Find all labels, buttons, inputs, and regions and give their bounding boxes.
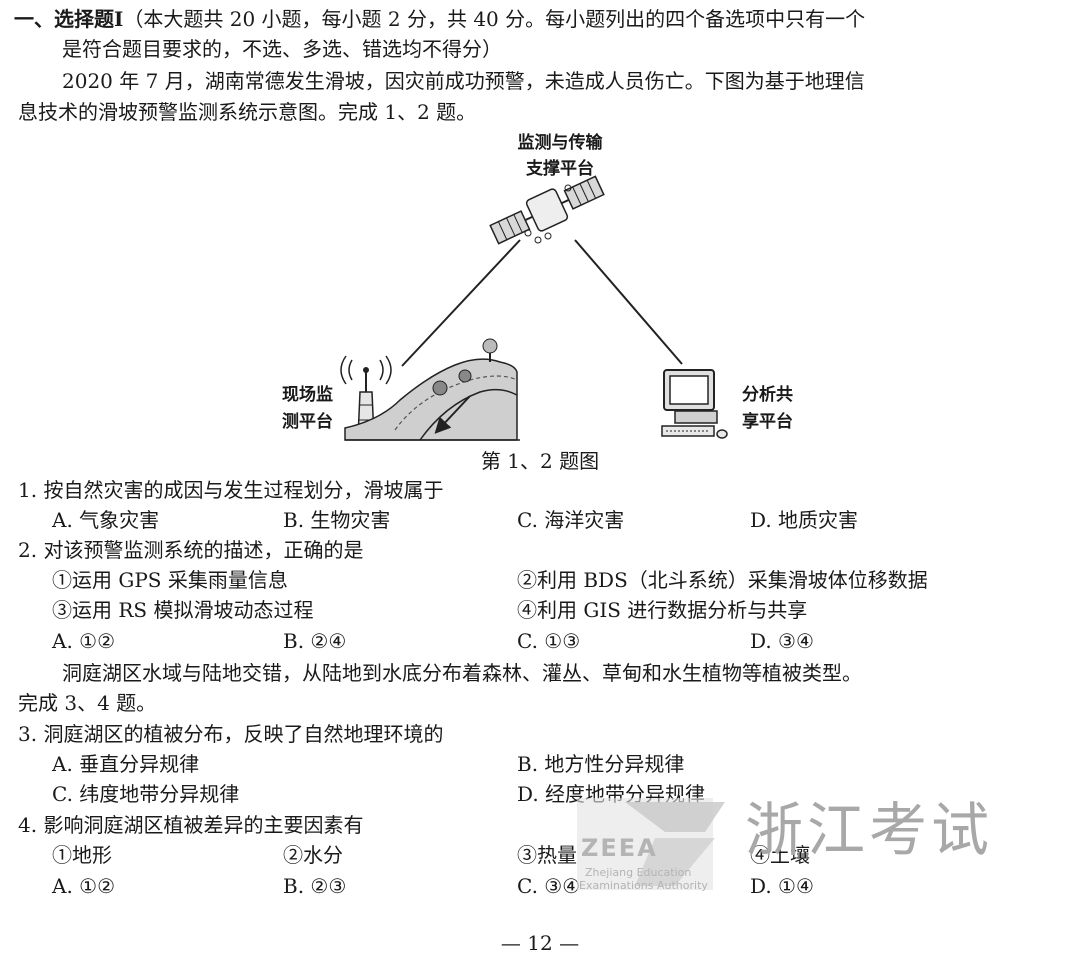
- monitoring-platform-label-1: 监测与传输: [517, 133, 603, 153]
- watermark-org-line-1: Zhejiang Education: [585, 866, 692, 879]
- question-1-option-d[interactable]: D. 地质灾害: [750, 508, 859, 532]
- analysis-platform-label-1: 分析共: [742, 385, 793, 405]
- analysis-platform-label-2: 享平台: [742, 412, 793, 432]
- section-title: 一、选择题Ⅰ: [14, 7, 124, 31]
- question-4-option-d[interactable]: D. ①④: [750, 874, 814, 898]
- question-1-option-b[interactable]: B. 生物灾害: [283, 508, 391, 532]
- question-1-option-c[interactable]: C. 海洋灾害: [517, 508, 625, 532]
- section-header: 一、选择题Ⅰ（本大题共 20 小题，每小题 2 分，共 40 分。每小题列出的四…: [14, 4, 865, 34]
- watermark-logo-text: ZEEA: [581, 834, 658, 862]
- zeea-logo-icon: [577, 798, 725, 890]
- question-4-option-c[interactable]: C. ③④: [517, 874, 581, 898]
- question-4-statement-3: ③热量: [517, 843, 577, 867]
- page-number: — 12 —: [500, 931, 580, 955]
- question-3-option-c[interactable]: C. 纬度地带分异规律: [52, 782, 240, 806]
- question-2-statement-2: ②利用 BDS（北斗系统）采集滑坡体位移数据: [517, 568, 928, 592]
- question-4-stem: 4. 影响洞庭湖区植被差异的主要因素有: [18, 813, 364, 837]
- question-4-option-a[interactable]: A. ①②: [52, 874, 116, 898]
- question-2-option-a[interactable]: A. ①②: [52, 629, 116, 653]
- question-4-statement-1: ①地形: [52, 843, 112, 867]
- watermark-org-line-2: Examinations Authority: [579, 879, 708, 892]
- question-2-option-c[interactable]: C. ①③: [517, 629, 581, 653]
- satellite-icon: [489, 175, 605, 245]
- watermark-title: 浙江考试: [745, 796, 994, 864]
- question-2-statement-4: ④利用 GIS 进行数据分析与共享: [517, 598, 808, 622]
- intro-paragraph-1: 2020 年 7 月，湖南常德发生滑坡，因灾前成功预警，未造成人员伤亡。下图为基…: [62, 69, 865, 93]
- question-2-option-d[interactable]: D. ③④: [750, 629, 814, 653]
- intro-paragraph-2-cont: 完成 3、4 题。: [18, 691, 157, 715]
- landslide-slope-illustration: [344, 338, 520, 441]
- question-4-statement-4: ④土壤: [750, 843, 810, 867]
- question-4-option-b[interactable]: B. ②③: [283, 874, 347, 898]
- satellite-field-link: [401, 239, 521, 367]
- question-2-option-b[interactable]: B. ②④: [283, 629, 347, 653]
- question-3-stem: 3. 洞庭湖区的植被分布，反映了自然地理环境的: [18, 722, 444, 746]
- diagram-caption: 第 1、2 题图: [480, 449, 600, 473]
- section-instructions: （本大题共 20 小题，每小题 2 分，共 40 分。每小题列出的四个备选项中只…: [123, 7, 866, 31]
- question-2-stem: 2. 对该预警监测系统的描述，正确的是: [18, 538, 364, 562]
- zeea-watermark: ZEEA Zhejiang Education Examinations Aut…: [575, 778, 1045, 898]
- section-instructions-cont: 是符合题目要求的，不选、多选、错选均不得分）: [62, 37, 502, 61]
- question-2-statement-1: ①运用 GPS 采集雨量信息: [52, 568, 288, 592]
- computer-icon: [661, 369, 728, 439]
- satellite-analysis-link: [574, 239, 683, 365]
- field-platform-label-2: 测平台: [282, 412, 333, 432]
- question-2-statement-3: ③运用 RS 模拟滑坡动态过程: [52, 598, 314, 622]
- question-1-option-a[interactable]: A. 气象灾害: [52, 508, 160, 532]
- intro-paragraph-2: 洞庭湖区水域与陆地交错，从陆地到水底分布着森林、灌丛、草甸和水生植物等植被类型。: [62, 661, 862, 685]
- question-4-statement-2: ②水分: [283, 843, 343, 867]
- question-3-option-a[interactable]: A. 垂直分异规律: [52, 752, 200, 776]
- monitoring-platform-label-2: 支撑平台: [526, 159, 594, 179]
- field-platform-label-1: 现场监: [282, 385, 333, 405]
- question-1-stem: 1. 按自然灾害的成因与发生过程划分，滑坡属于: [18, 478, 444, 502]
- question-3-option-b[interactable]: B. 地方性分异规律: [517, 752, 685, 776]
- intro-paragraph-1-cont: 息技术的滑坡预警监测系统示意图。完成 1、2 题。: [18, 100, 477, 124]
